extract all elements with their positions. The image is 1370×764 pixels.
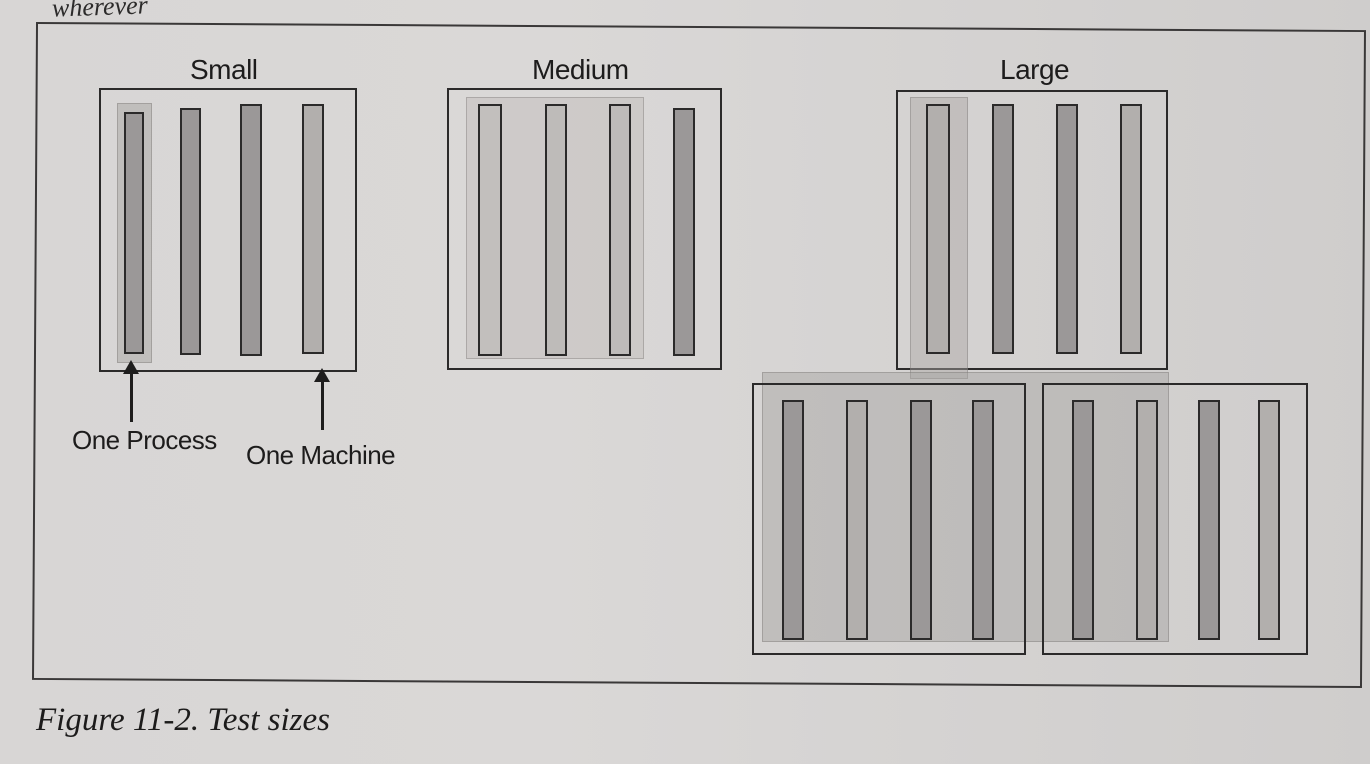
large-process-bar [992, 104, 1014, 354]
medium-process-bar [478, 104, 502, 356]
large-machine-box [752, 383, 1026, 655]
large-process-bar [910, 400, 932, 640]
large-machine-box [896, 90, 1168, 370]
medium-process-bar [545, 104, 567, 356]
large-process-bar [782, 400, 804, 640]
arrow-up-icon [123, 360, 139, 374]
arrow-up-icon [314, 368, 330, 382]
large-process-bar [972, 400, 994, 640]
medium-label: Medium [532, 54, 629, 85]
one-process-label: One Process [72, 425, 217, 455]
arrow-shaft [130, 372, 133, 422]
small-label: Small [190, 54, 258, 85]
medium-process-bar [609, 104, 631, 356]
small-machine-box [99, 88, 357, 372]
large-process-bar [1056, 104, 1078, 354]
medium-machine-box [447, 88, 722, 370]
large-machine-box [1042, 383, 1308, 655]
large-process-bar [1136, 400, 1158, 640]
small-process-bar [302, 104, 324, 354]
arrow-shaft [321, 380, 324, 430]
large-process-bar [1198, 400, 1220, 640]
large-process-bar [926, 104, 950, 354]
large-process-bar [1120, 104, 1142, 354]
figure-caption: Figure 11-2. Test sizes [36, 702, 330, 738]
small-process-bar [240, 104, 262, 356]
medium-process-bar [673, 108, 695, 356]
large-process-bar [1072, 400, 1094, 640]
one-machine-label: One Machine [246, 440, 396, 470]
large-label: Large [1000, 54, 1070, 85]
small-process-bar [124, 112, 144, 354]
large-connect-shade [762, 372, 1169, 642]
large-process-bar [846, 400, 868, 640]
cut-off-text: wherever [51, 0, 149, 23]
small-process-bar [180, 108, 201, 355]
large-process-bar [1258, 400, 1280, 640]
